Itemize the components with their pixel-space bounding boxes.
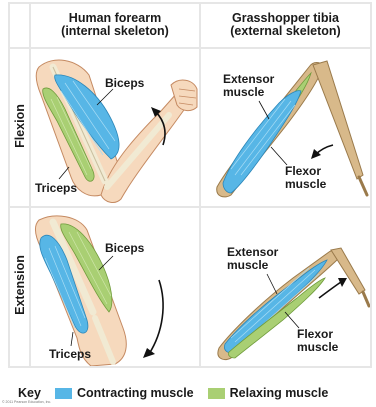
grasshopper-leg-flexion-illustration: Extensor muscle Flexor muscle (201, 49, 370, 206)
panel-grasshopper-flexion: Extensor muscle Flexor muscle (201, 49, 370, 206)
label-extensor-extension: Extensor muscle (227, 245, 282, 272)
human-arm-extension-illustration: Biceps Triceps (31, 208, 199, 366)
panel-human-extension: Biceps Triceps (31, 208, 199, 366)
copyright-notice: © 2011 Pearson Education, Inc. (2, 400, 51, 404)
relaxing-swatch (208, 388, 225, 399)
panel-grasshopper-extension: Extensor muscle Flexor muscle (201, 208, 370, 366)
label-flexor-extension-line2: muscle (297, 340, 339, 354)
label-flexor-extension-line1: Flexor (297, 327, 333, 341)
label-extensor-flexion: Extensor muscle (223, 72, 278, 99)
label-triceps-extension: Triceps (49, 347, 91, 361)
label-extensor-flexion-line1: Extensor (223, 72, 275, 86)
corner-cell (10, 4, 29, 47)
key-relaxing-label: Relaxing muscle (230, 386, 329, 400)
label-flexor-flexion: Flexor muscle (285, 164, 327, 191)
label-triceps-flexion: Triceps (35, 181, 77, 195)
column-header-grasshopper: Grasshopper tibia(external skeleton) (201, 4, 370, 47)
contracting-swatch (55, 388, 72, 399)
row-header-extension: Extension (10, 208, 29, 366)
label-biceps-flexion: Biceps (105, 76, 145, 90)
column-title-human: Human forearm(internal skeleton) (31, 12, 199, 38)
label-extensor-flexion-line2: muscle (223, 85, 265, 99)
human-arm-flexion-illustration: Biceps Triceps (31, 49, 199, 206)
column-title-grasshopper: Grasshopper tibia(external skeleton) (201, 12, 370, 38)
figure-grid: Human forearm(internal skeleton) Grassho… (8, 2, 372, 368)
label-flexor-extension: Flexor muscle (297, 327, 339, 354)
column-header-human: Human forearm(internal skeleton) (31, 4, 199, 47)
label-flexor-flexion-line2: muscle (285, 177, 327, 191)
key-title: Key (18, 386, 41, 400)
row-title-extension: Extension (13, 245, 27, 325)
label-extensor-extension-line1: Extensor (227, 245, 279, 259)
row-title-flexion: Flexion (13, 86, 27, 166)
row-header-flexion: Flexion (10, 49, 29, 206)
key-contracting-label: Contracting muscle (77, 386, 194, 400)
panel-human-flexion: Biceps Triceps (31, 49, 199, 206)
legend-key: Key Contracting muscle Relaxing muscle (6, 385, 328, 401)
label-flexor-flexion-line1: Flexor (285, 164, 321, 178)
label-biceps-extension: Biceps (105, 241, 145, 255)
label-extensor-extension-line2: muscle (227, 258, 269, 272)
grasshopper-leg-extension-illustration: Extensor muscle Flexor muscle (201, 208, 370, 366)
